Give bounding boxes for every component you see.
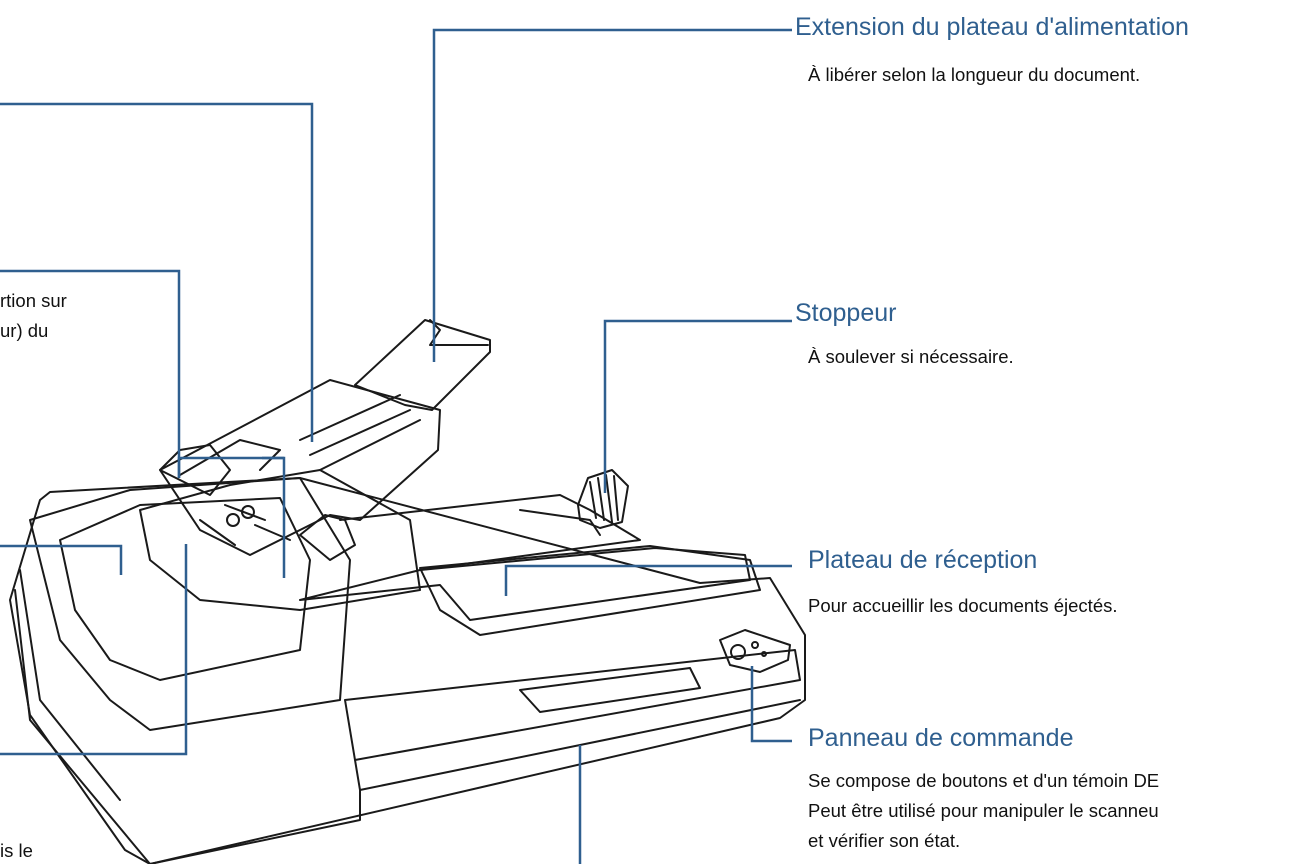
output-tray-back <box>339 494 641 571</box>
scanner-base <box>9 477 806 864</box>
feed-tray-extension <box>354 319 491 411</box>
document-cover-inner <box>59 497 311 681</box>
stoppeur-title: Stoppeur <box>795 299 897 327</box>
stopper <box>577 469 629 529</box>
panneau-desc-line-1: Se compose de boutons et d'un témoin DE <box>808 770 1160 791</box>
leader-adf-lever <box>0 544 188 756</box>
document-cover <box>29 477 351 731</box>
adf-body <box>139 469 421 611</box>
leader-control-panel <box>750 666 792 743</box>
leader-stopper <box>603 319 792 493</box>
stoppeur-desc: À soulever si nécessaire. <box>808 346 1014 367</box>
leader-feed-guides <box>0 269 181 478</box>
extension-title: Extension du plateau d'alimentation <box>795 13 1189 41</box>
adf-top <box>299 547 751 621</box>
panneau-desc-line-2: Peut être utilisé pour manipuler le scan… <box>808 800 1159 821</box>
leader-chute-guides <box>177 456 286 578</box>
left-fragment-bottom: is le <box>0 840 33 861</box>
panneau-title: Panneau de commande <box>808 724 1074 752</box>
plateau-reception-desc: Pour accueillir les documents éjectés. <box>808 595 1118 616</box>
leader-output-tray <box>504 564 792 596</box>
base-front-lower <box>354 699 801 791</box>
left-fragment-line-2: ur) du <box>0 320 49 341</box>
leader-feed-tray <box>0 102 314 442</box>
feed-tray <box>159 379 441 556</box>
leader-cover <box>0 544 123 575</box>
status-led <box>751 641 759 649</box>
scanner-illustration <box>9 319 806 864</box>
base-bottom-plate <box>149 789 361 864</box>
leader-extension <box>432 28 792 362</box>
chute-guide-right <box>299 514 356 561</box>
left-fragment-line-1: rtion sur <box>0 290 67 311</box>
output-tray <box>419 545 761 636</box>
panneau-desc-line-3: et vérifier son état. <box>808 830 961 851</box>
extension-desc: À libérer selon la longueur du document. <box>808 64 1141 85</box>
leader-lines <box>0 28 792 864</box>
control-panel <box>719 629 791 673</box>
plateau-reception-title: Plateau de réception <box>808 546 1038 574</box>
power-button <box>730 644 746 660</box>
base-front-edge <box>344 649 801 761</box>
